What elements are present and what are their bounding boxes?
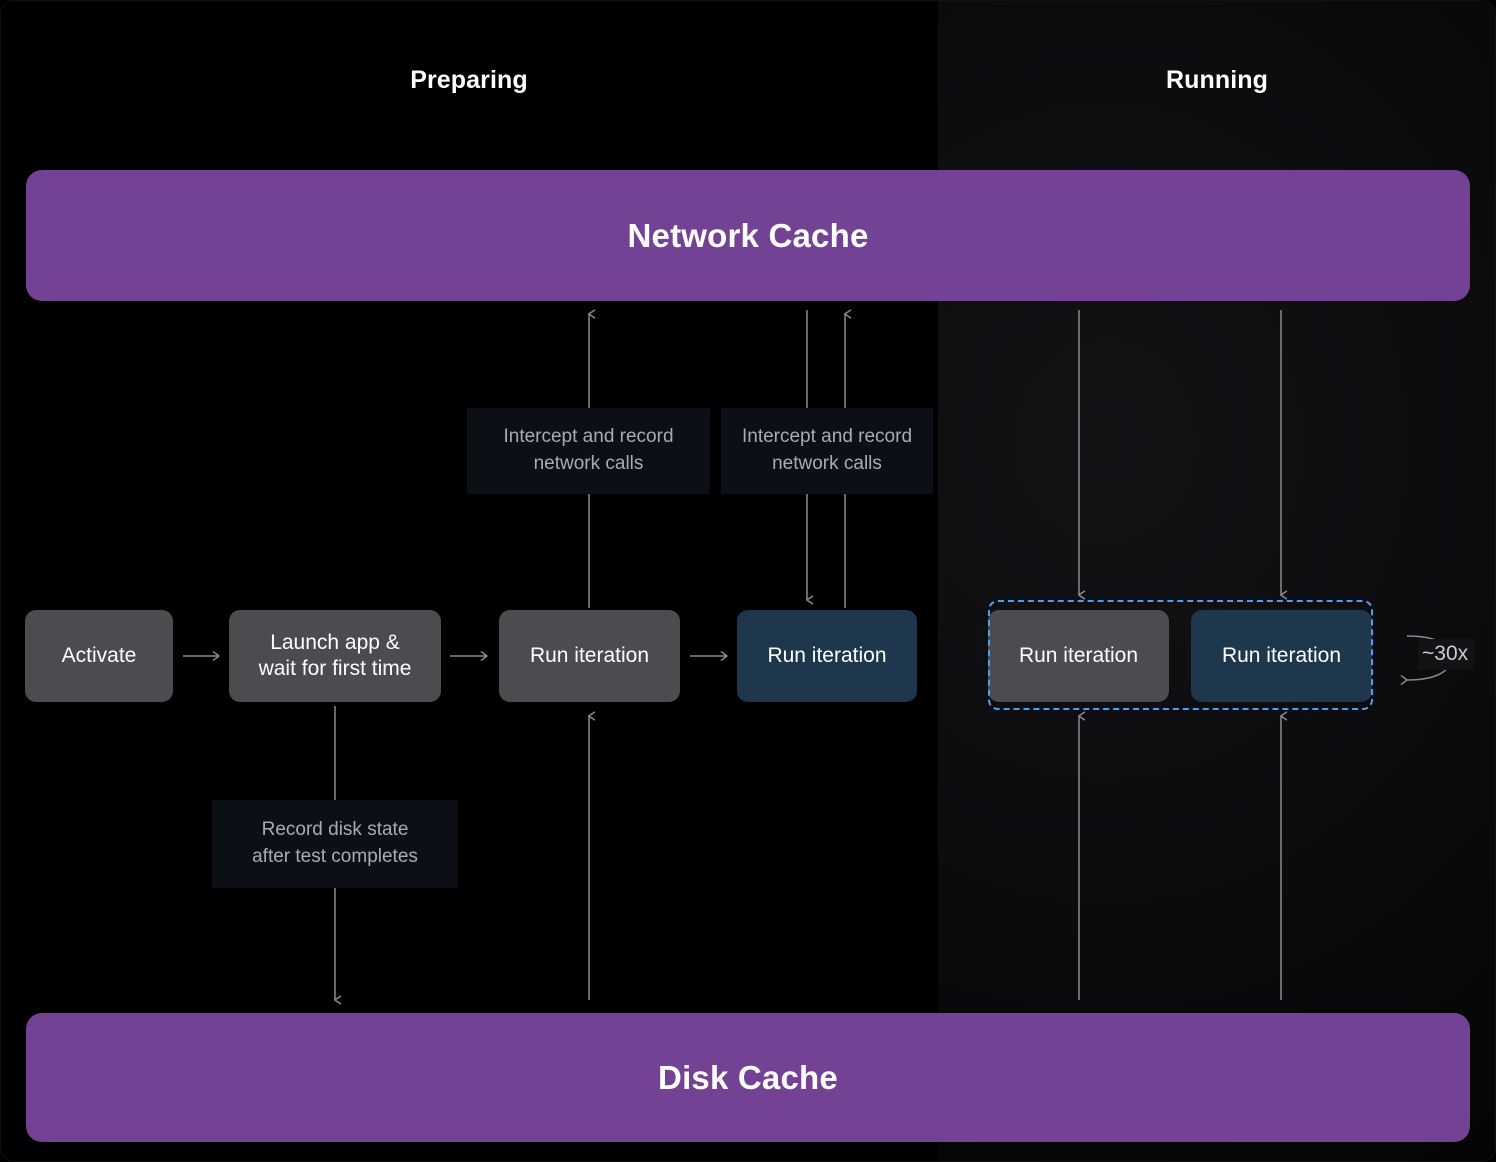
node-launch-app-line2: wait for first time: [258, 657, 412, 680]
disk-cache-label: Disk Cache: [658, 1058, 838, 1096]
node-activate-label: Activate: [61, 643, 137, 667]
node-launch-app[interactable]: Launch app & wait for first time: [229, 610, 441, 702]
node-run-iteration-3[interactable]: Run iteration: [988, 610, 1169, 702]
node-launch-app-label: Launch app & wait for first time: [259, 630, 412, 683]
note-record-disk-state: Record disk state after test completes: [212, 800, 458, 888]
note-intercept-2: Intercept and record network calls: [721, 408, 933, 494]
note-intercept-2-line1: Intercept and record: [741, 426, 913, 448]
note-intercept-2-line2: network calls: [772, 453, 882, 474]
node-activate[interactable]: Activate: [25, 610, 173, 702]
node-launch-app-line1: Launch app &: [270, 630, 400, 654]
note-intercept-1-line2: network calls: [533, 453, 644, 474]
note-intercept-1-text: Intercept and record network calls: [503, 424, 673, 478]
note-record-disk-line1: Record disk state: [261, 819, 409, 841]
note-record-disk-state-text: Record disk state after test completes: [252, 817, 418, 871]
node-run-iteration-2[interactable]: Run iteration: [737, 610, 917, 702]
node-run-iteration-1[interactable]: Run iteration: [499, 610, 680, 702]
note-intercept-2-text: Intercept and record network calls: [742, 424, 912, 478]
node-run-iteration-1-label: Run iteration: [529, 643, 650, 667]
note-record-disk-line2: after test completes: [252, 846, 418, 867]
node-run-iteration-3-label: Run iteration: [1018, 643, 1139, 667]
node-run-iteration-4[interactable]: Run iteration: [1191, 610, 1372, 702]
note-intercept-1: Intercept and record network calls: [467, 408, 710, 494]
phase-title-running: Running: [1165, 66, 1269, 94]
disk-cache-bar: Disk Cache: [26, 1013, 1470, 1142]
node-run-iteration-2-label: Run iteration: [767, 643, 887, 667]
phase-title-preparing: Preparing: [410, 66, 528, 94]
node-run-iteration-4-label: Run iteration: [1221, 643, 1342, 667]
loop-count-label: ~30x: [1418, 639, 1475, 670]
network-cache-label: Network Cache: [627, 216, 869, 254]
note-intercept-1-line1: Intercept and record: [503, 426, 674, 448]
network-cache-bar: Network Cache: [26, 170, 1470, 301]
